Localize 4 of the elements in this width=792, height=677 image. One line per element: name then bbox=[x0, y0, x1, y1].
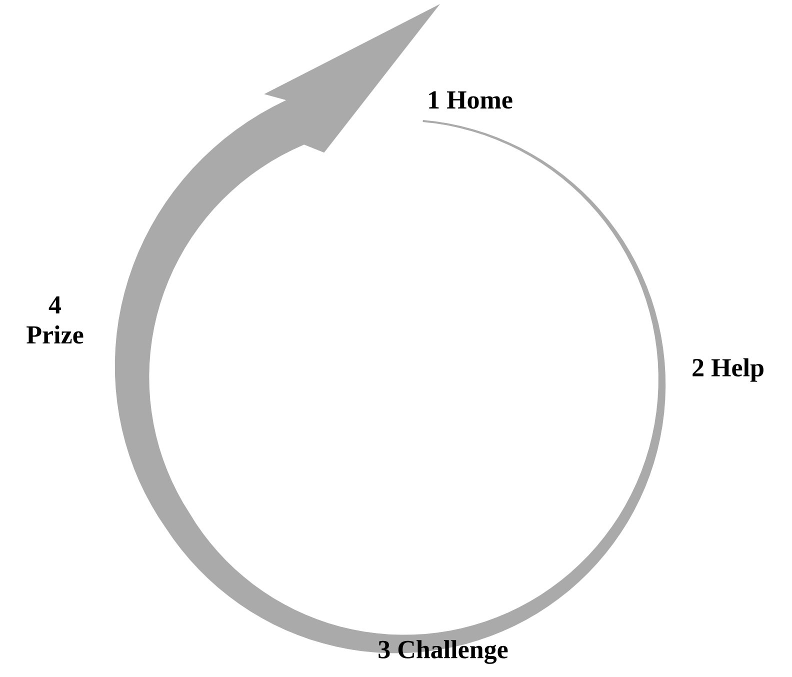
step-label: 2 Help bbox=[692, 358, 764, 382]
step-label: 4 Prize bbox=[26, 296, 84, 344]
step-label: 1 Home bbox=[429, 91, 512, 109]
step-label: 3 Challenge bbox=[378, 640, 508, 664]
